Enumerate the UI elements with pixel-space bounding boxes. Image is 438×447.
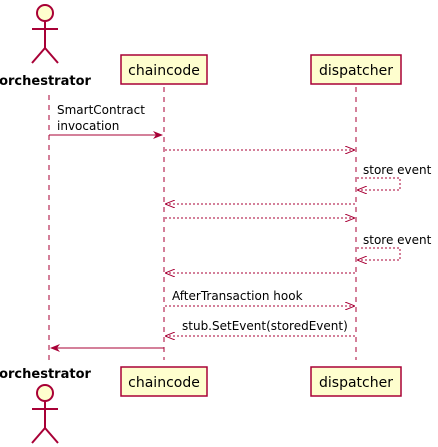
- participant-chaincode-top: [120, 54, 208, 85]
- message-label-invocation-1: SmartContract: [57, 103, 145, 117]
- actor-head-icon: [36, 384, 54, 402]
- self-message-store-event-2: [357, 247, 401, 260]
- participant-dispatcher-bottom-label: dispatcher: [319, 375, 393, 391]
- message-label-store-event-2: store event: [363, 233, 432, 247]
- actor-orchestrator-bottom-label: orchestrator: [0, 367, 91, 382]
- participant-dispatcher-top: [310, 54, 402, 85]
- participant-dispatcher-bottom: [310, 366, 402, 397]
- actor-head-icon: [36, 4, 54, 22]
- self-message-store-event-1: [357, 177, 401, 190]
- participant-chaincode-top-label: chaincode: [128, 63, 200, 79]
- actor-orchestrator-top: [31, 4, 59, 64]
- participant-chaincode-bottom-label: chaincode: [128, 375, 200, 391]
- message-label-invocation-2: invocation: [57, 119, 119, 133]
- actor-orchestrator-bottom: [31, 384, 59, 444]
- participant-chaincode-bottom: [120, 366, 208, 397]
- actor-orchestrator-top-label: orchestrator: [0, 74, 91, 89]
- participant-dispatcher-top-label: dispatcher: [319, 63, 393, 79]
- message-label-store-event-1: store event: [363, 163, 432, 177]
- message-label-after-hook: AfterTransaction hook: [172, 289, 303, 303]
- message-label-set-event: stub.SetEvent(storedEvent): [182, 319, 348, 333]
